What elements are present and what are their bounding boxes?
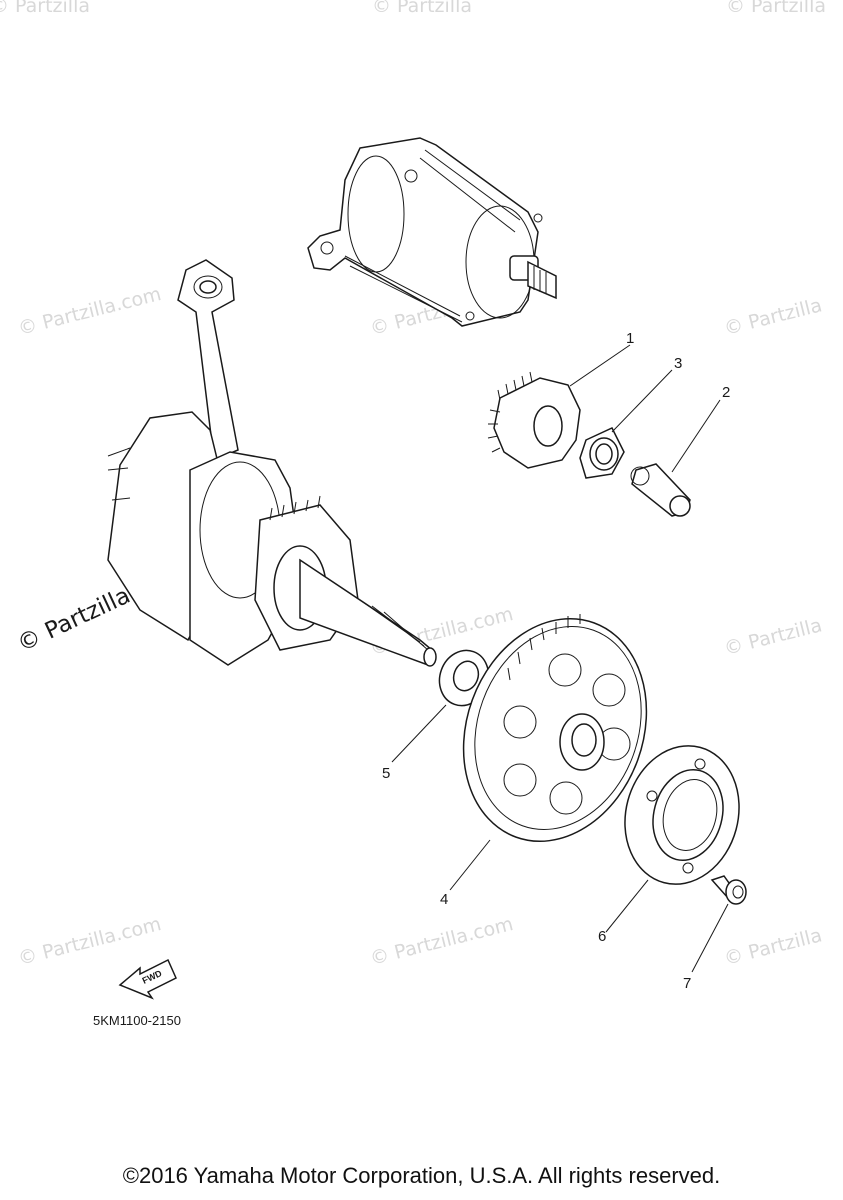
callout-numbers: 1 2 3 4 5 6 7 xyxy=(382,330,730,992)
watermark: © Partzilla.com xyxy=(16,913,164,970)
starter-wheel-gear-drawing xyxy=(462,614,648,843)
callout-2: 2 xyxy=(722,384,730,401)
starter-motor-drawing xyxy=(307,137,557,327)
starter-clutch-drawing xyxy=(624,745,740,885)
copyright-notice: ©2016 Yamaha Motor Corporation, U.S.A. A… xyxy=(122,1163,721,1188)
bolt-drawing xyxy=(710,875,747,905)
watermark: © Partzilla xyxy=(722,924,824,970)
watermark: © Partzilla xyxy=(726,0,826,17)
callout-7: 7 xyxy=(683,975,691,992)
needle-bearing-drawing xyxy=(579,427,625,479)
crankshaft-drawing xyxy=(107,259,437,667)
callout-lines xyxy=(391,344,729,973)
watermark: © Partzilla.com xyxy=(16,283,164,340)
callout-3: 3 xyxy=(674,355,682,372)
fwd-arrow: FWD xyxy=(118,958,177,1000)
watermark: © Partzilla.com xyxy=(368,913,516,970)
callout-1: 1 xyxy=(626,330,634,347)
callout-4: 4 xyxy=(440,891,448,908)
callout-5: 5 xyxy=(382,765,390,782)
watermark: © Partzilla xyxy=(0,0,90,17)
part-code: 5KM1100-2150 xyxy=(93,1013,181,1028)
idle-gear-drawing xyxy=(487,371,581,469)
watermark: © Partzilla xyxy=(372,0,472,17)
shaft-collar-drawing xyxy=(630,463,691,517)
callout-6: 6 xyxy=(598,928,606,945)
watermark: © Partzilla xyxy=(722,294,824,340)
watermark: © Partzilla xyxy=(722,614,824,660)
